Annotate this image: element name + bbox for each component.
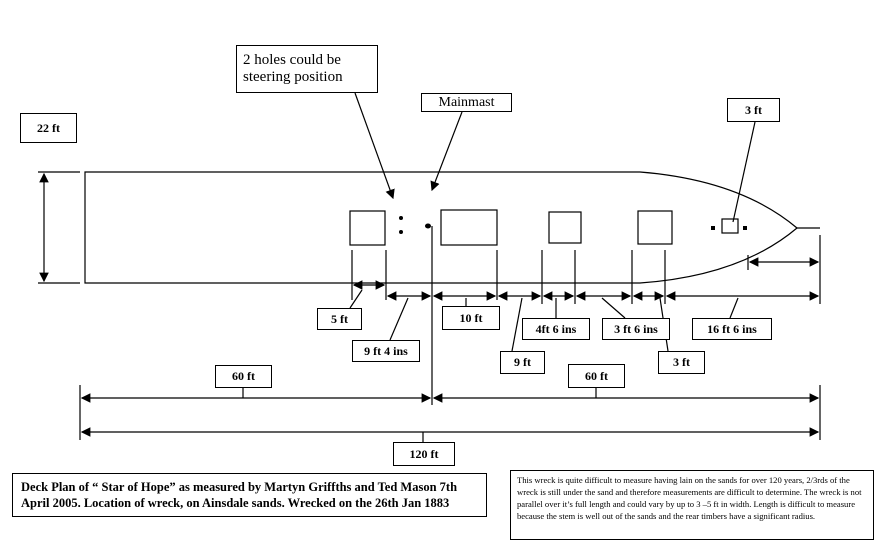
dim-16ft6: 16 ft 6 ins bbox=[692, 318, 772, 340]
bow-width-label: 3 ft bbox=[727, 98, 780, 122]
mainmast-label: Mainmast bbox=[421, 93, 512, 112]
note-box: This wreck is quite difficult to measure… bbox=[510, 470, 874, 540]
caption-box: Deck Plan of “ Star of Hope” as measured… bbox=[12, 473, 487, 517]
dim-9ft: 9 ft bbox=[500, 351, 545, 374]
holes-line-2: steering position bbox=[243, 69, 343, 85]
hatch bbox=[349, 210, 386, 246]
beam-label: 22 ft bbox=[20, 113, 77, 143]
dim-4ft6: 4ft 6 ins bbox=[522, 318, 590, 340]
dim-3ft: 3 ft bbox=[658, 351, 705, 374]
dim-60ft-right: 60 ft bbox=[568, 364, 625, 388]
dim-120ft: 120 ft bbox=[393, 442, 455, 466]
holes-line-1: 2 holes could be bbox=[243, 52, 341, 68]
dim-3ft6: 3 ft 6 ins bbox=[602, 318, 670, 340]
bow-fitting bbox=[721, 218, 739, 234]
steering-holes-label: 2 holes could be steering position bbox=[236, 45, 378, 93]
hatch bbox=[548, 211, 582, 244]
dim-60ft-left: 60 ft bbox=[215, 365, 272, 388]
dim-10ft: 10 ft bbox=[442, 306, 500, 330]
hatch bbox=[637, 210, 673, 245]
hatch bbox=[440, 209, 498, 246]
dim-5ft: 5 ft bbox=[317, 308, 362, 330]
hull-outline bbox=[84, 171, 798, 284]
dim-9ft4: 9 ft 4 ins bbox=[352, 340, 420, 362]
